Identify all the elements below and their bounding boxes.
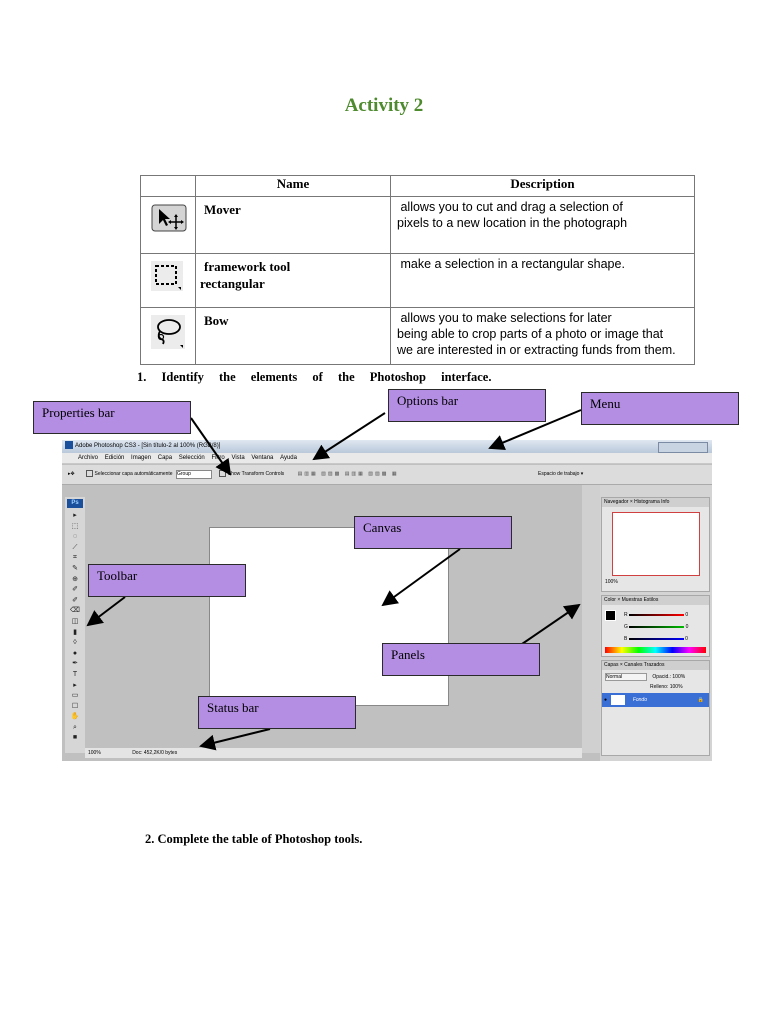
color-panel: Color × Muestras Estilos R 0 G 0 B 0 xyxy=(601,595,710,657)
lock-icon: 🔒 xyxy=(697,697,704,703)
description-line: allows you to make selections for later xyxy=(397,311,612,325)
ps-panels: Navegador × Histograma Info 100% Color ×… xyxy=(600,485,712,761)
color-value: 0 xyxy=(685,624,689,630)
ps-logo-icon xyxy=(65,441,73,450)
menu-item[interactable]: Archivo xyxy=(78,455,99,461)
ps-badge: Ps xyxy=(67,499,83,508)
table-row: Bow allows you to make selections for la… xyxy=(140,307,695,365)
description-cell: allows you to make selections for later … xyxy=(390,307,695,365)
icon-cell xyxy=(140,196,196,254)
tools-table: Name Description Mover allows you to cut… xyxy=(140,175,695,365)
question-2: 2. Complete the table of Photoshop tools… xyxy=(145,832,363,846)
menu-item[interactable]: Ayuda xyxy=(280,455,297,461)
status-doc-size: Doc: 452,2K/0 bytes xyxy=(132,750,178,756)
color-sliders: R 0 G 0 B 0 xyxy=(624,609,688,645)
description-line: being able to crop parts of a photo or i… xyxy=(397,327,664,341)
color-value: 0 xyxy=(685,612,689,618)
color-spectrum[interactable] xyxy=(605,647,706,653)
ps-toolbar: Ps ▸⬚◌⟋⌗✎⊕✐✐⌫◫▮◊●✒T▸▭☐✋⌕■ xyxy=(65,497,85,753)
tool-name: rectangular xyxy=(200,276,265,291)
options-auto-select: Seleccionar capa automáticamente xyxy=(94,471,173,477)
tool-name: Mover xyxy=(204,202,241,217)
label-canvas: Canvas xyxy=(354,516,512,549)
options-checkbox[interactable] xyxy=(86,470,94,478)
menu-item[interactable]: Edición xyxy=(104,455,125,461)
window-controls[interactable] xyxy=(658,442,708,453)
color-value: 0 xyxy=(685,636,688,642)
ps-menu-bar: Archivo Edición Imagen Capa Selección Fi… xyxy=(62,453,712,464)
navigator-preview xyxy=(611,512,700,576)
menu-item[interactable]: Vista xyxy=(231,455,245,461)
label-status-bar: Status bar xyxy=(198,696,356,729)
description-line: allows you to cut and drag a selection o… xyxy=(397,200,623,214)
ps-window-title: Adobe Photoshop CS3 - [Sin título-2 al 1… xyxy=(75,443,221,449)
align-icons[interactable]: ▤▥▦ ▧▨▩ ▤▥▦ ▧▨▩ ▦ xyxy=(297,471,399,477)
arrow-properties-bar xyxy=(190,417,232,476)
status-zoom: 100% xyxy=(88,750,101,756)
blue-slider[interactable] xyxy=(628,637,684,640)
menu-item[interactable]: Capa xyxy=(157,455,173,461)
color-label: G xyxy=(624,624,628,630)
green-slider[interactable] xyxy=(629,625,685,628)
layers-tabs[interactable]: Capas × Canales Trazados xyxy=(602,661,709,670)
label-panels: Panels xyxy=(382,643,540,676)
question-1: 1. Identify the elements of the Photosho… xyxy=(137,370,492,384)
label-properties-bar: Properties bar xyxy=(33,401,191,434)
description-line: pixels to a new location in the photogra… xyxy=(397,216,628,230)
layer-thumbnail xyxy=(611,694,626,705)
visibility-icon[interactable]: ● xyxy=(604,697,608,703)
arrow-panels xyxy=(521,603,581,645)
lasso-icon xyxy=(151,315,185,354)
menu-item[interactable]: Imagen xyxy=(131,455,152,461)
menu-item[interactable]: Ventana xyxy=(251,455,274,461)
color-swatch[interactable] xyxy=(605,610,616,621)
page-title: Activity 2 xyxy=(344,95,424,116)
color-label: B xyxy=(624,636,628,642)
blend-mode-select[interactable]: Normal xyxy=(605,673,647,681)
description-cell: make a selection in a rectangular shape. xyxy=(390,253,695,308)
navigator-tabs[interactable]: Navegador × Histograma Info xyxy=(602,498,709,507)
opacity-field[interactable]: Opacid.: 100% xyxy=(652,674,686,680)
navigator-zoom: 100% xyxy=(605,579,618,585)
label-toolbar: Toolbar xyxy=(88,564,246,597)
layers-panel: Capas × Canales Trazados Normal Opacid.:… xyxy=(601,660,710,756)
ps-status-bar: 100% Doc: 452,2K/0 bytes xyxy=(85,748,582,758)
color-tabs[interactable]: Color × Muestras Estilos xyxy=(602,596,709,605)
arrow-canvas xyxy=(381,548,461,607)
arrow-options-bar xyxy=(312,412,386,461)
workspace-menu[interactable]: Espacio de trabajo ▾ xyxy=(538,471,584,477)
red-slider[interactable] xyxy=(629,613,685,616)
arrow-toolbar xyxy=(86,596,126,627)
tool-name: framework tool xyxy=(204,259,291,274)
color-label: R xyxy=(624,612,628,618)
arrow-menu xyxy=(488,409,582,450)
table-row: Mover allows you to cut and drag a selec… xyxy=(140,196,695,254)
fill-field[interactable]: Relleno: 100% xyxy=(650,684,683,690)
ps-title-bar: Adobe Photoshop CS3 - [Sin título-2 al 1… xyxy=(62,440,712,453)
layers-options: Normal Opacid.: 100% xyxy=(605,673,709,681)
navigator-panel: Navegador × Histograma Info 100% xyxy=(601,497,710,592)
options-transform-controls: Show Transform Controls xyxy=(227,471,285,477)
layer-row[interactable]: ● Fondo 🔒 xyxy=(602,693,709,707)
label-options-bar: Options bar xyxy=(388,389,546,422)
name-cell: Bow xyxy=(195,307,391,365)
description-line: we are interested in or extracting funds… xyxy=(397,343,676,357)
description-cell: allows you to cut and drag a selection o… xyxy=(390,196,695,254)
name-cell: framework tool rectangular xyxy=(195,253,391,308)
menu-item[interactable]: Selección xyxy=(178,455,205,461)
label-menu: Menu xyxy=(581,392,739,425)
arrow-status-bar xyxy=(199,728,271,751)
layer-name: Fondo xyxy=(632,697,647,703)
description-line: make a selection in a rectangular shape. xyxy=(397,257,625,271)
move-tool-icon xyxy=(151,204,187,237)
panel-icon-strip[interactable] xyxy=(582,485,600,753)
tool-icons[interactable]: ▸⬚◌⟋⌗✎⊕✐✐⌫◫▮◊●✒T▸▭☐✋⌕■ xyxy=(70,512,80,742)
table-row: framework tool rectangular make a select… xyxy=(140,253,695,308)
ps-canvas[interactable] xyxy=(209,527,449,706)
options-move-icon[interactable]: ▸✥ xyxy=(68,471,75,477)
options-group-select[interactable]: Group xyxy=(175,470,212,479)
rectangular-marquee-icon xyxy=(151,261,183,296)
tool-name: Bow xyxy=(204,313,229,328)
